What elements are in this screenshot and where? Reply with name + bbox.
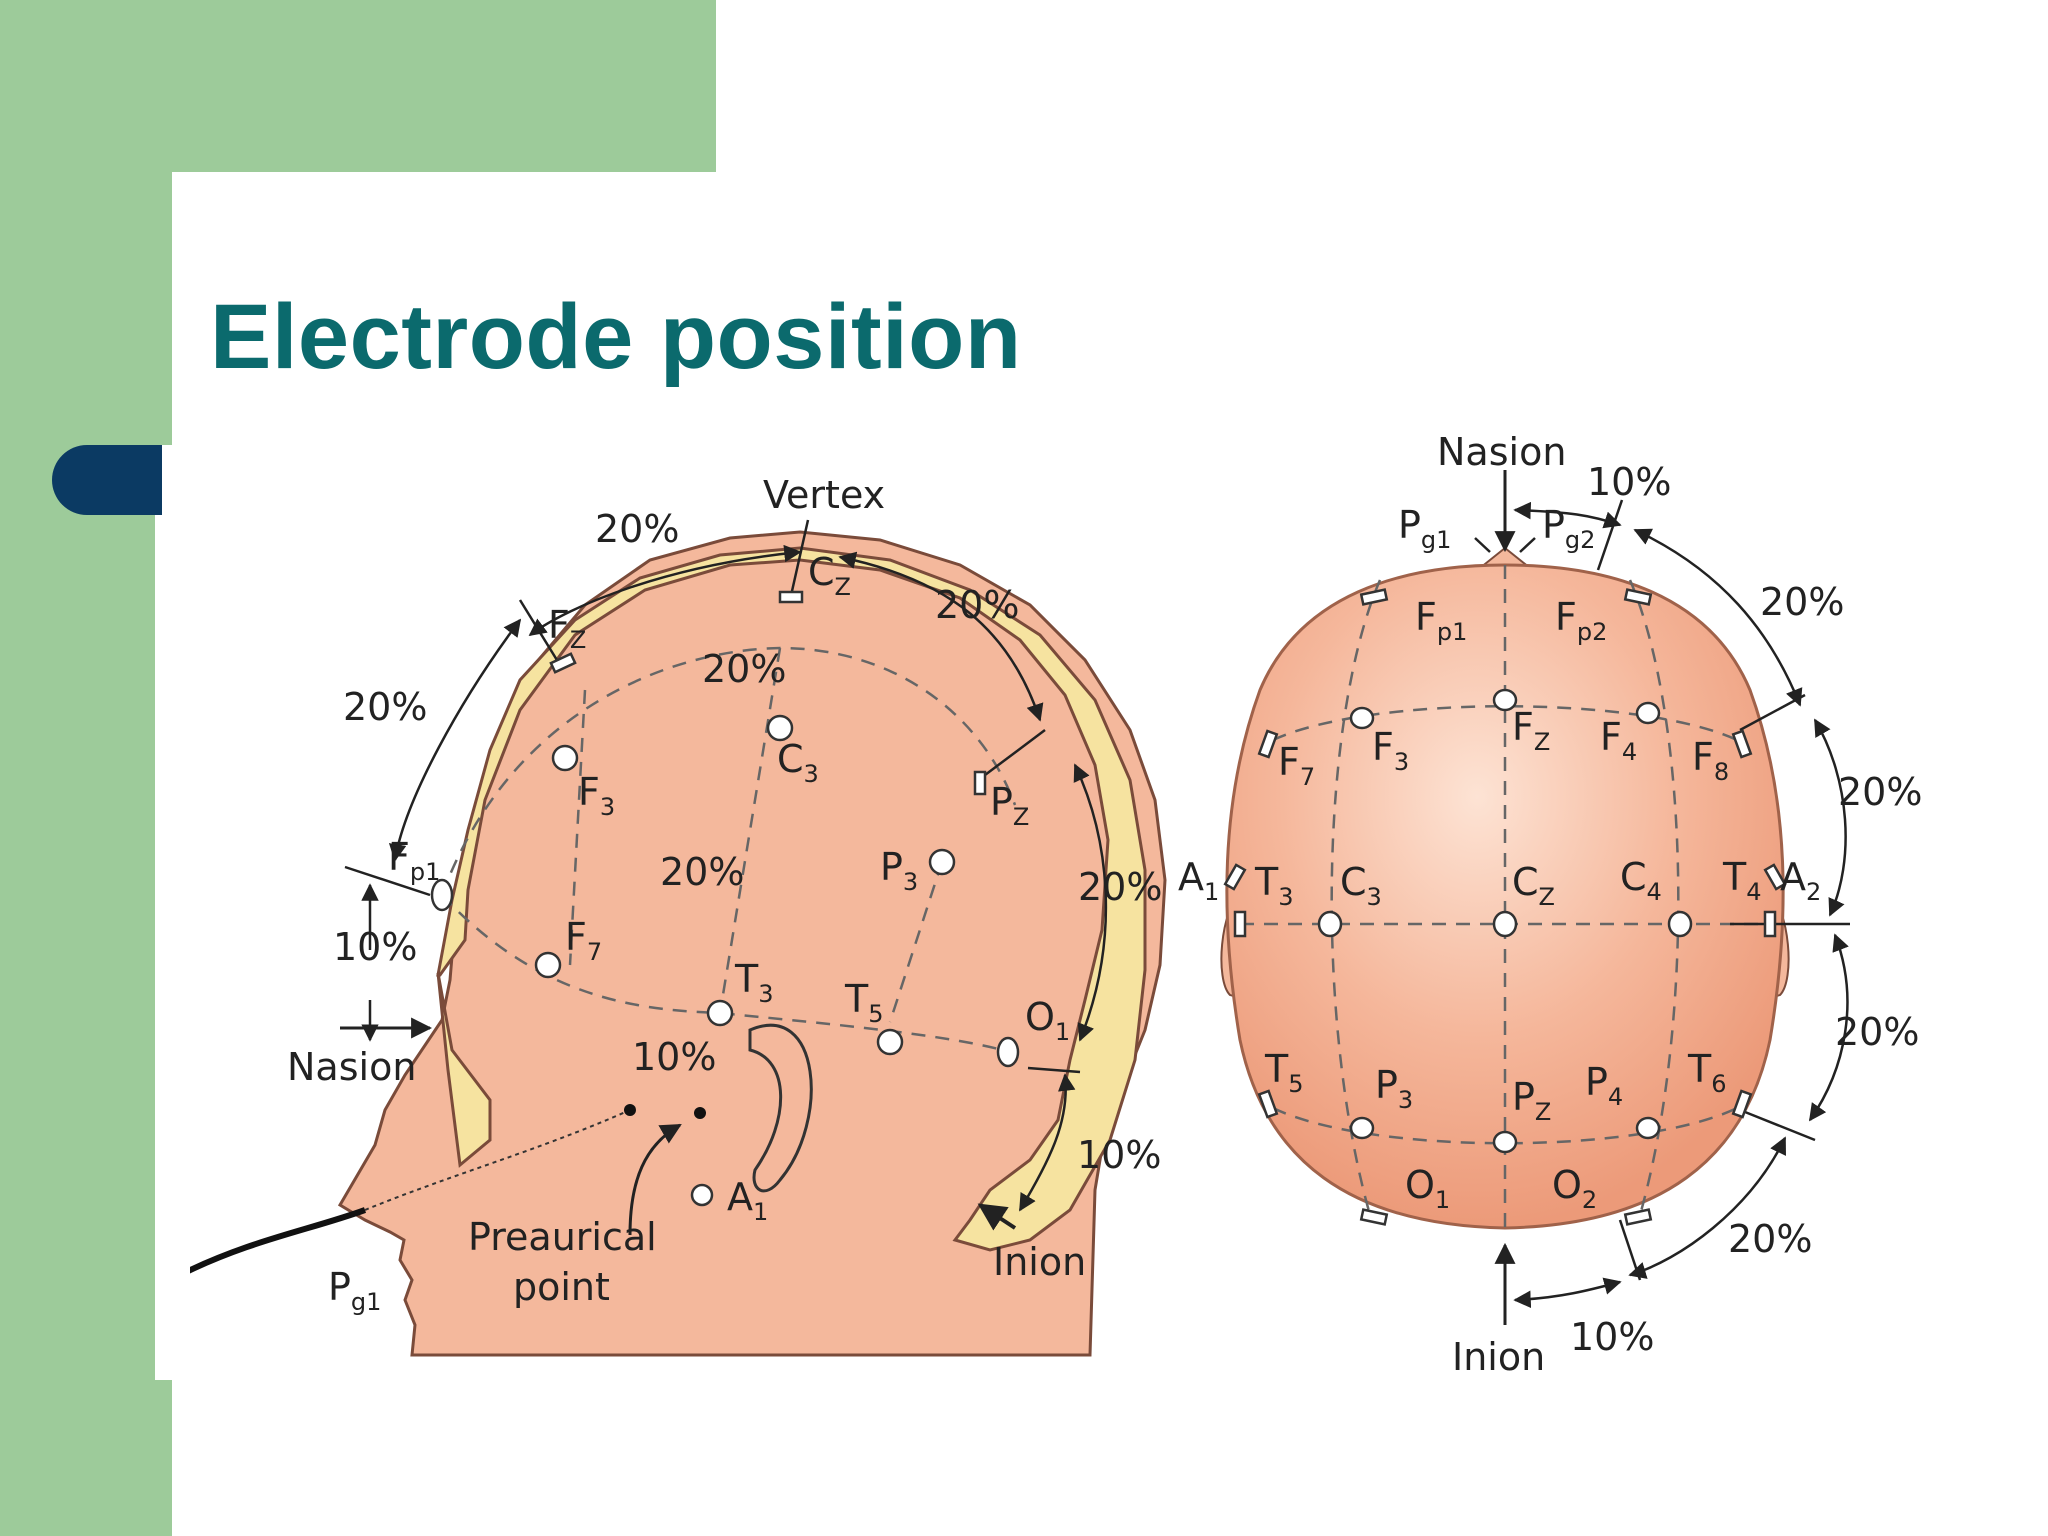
pct-side-top-left: 20% bbox=[595, 507, 679, 551]
electrode-side-fp1: Fp1 bbox=[388, 835, 440, 886]
label-inion-top: Inion bbox=[1452, 1335, 1545, 1379]
pct-side-right-lower: 10% bbox=[1077, 1133, 1161, 1177]
forehead-band bbox=[436, 972, 492, 1168]
electrode-top-fz: FZ bbox=[1512, 705, 1550, 756]
pct-side-inner-top: 20% bbox=[702, 647, 786, 691]
electrode-top-a1: A1 bbox=[1178, 855, 1219, 906]
pct-side-inner-mid: 20% bbox=[660, 850, 744, 894]
accent-tab bbox=[52, 445, 162, 515]
electrode-top-f7: F7 bbox=[1278, 740, 1315, 791]
content-card-edge bbox=[155, 445, 195, 1380]
electrode-top-pg1: Pg1 bbox=[1398, 503, 1451, 554]
pct-side-left-upper: 20% bbox=[343, 685, 427, 729]
electrode-side-fz: FZ bbox=[548, 603, 586, 654]
pct-side-top-right: 20% bbox=[935, 583, 1019, 627]
electrode-top-f4: F4 bbox=[1600, 715, 1637, 766]
label-preauricular: Preaurical bbox=[468, 1215, 657, 1259]
electrode-diagram: 20% 20% 20% 10% 20% 10% 20% 20% 10% Vert… bbox=[190, 430, 1922, 1379]
electrode-side-pz: PZ bbox=[990, 780, 1029, 831]
electrode-side-pg1: Pg1 bbox=[328, 1265, 381, 1316]
electrode-top-c3: C3 bbox=[1340, 860, 1382, 911]
electrode-top-o2: O2 bbox=[1552, 1163, 1597, 1214]
label-nasion-side: Nasion bbox=[287, 1045, 416, 1089]
pct-side-left-lower: 10% bbox=[333, 925, 417, 969]
electrode-side-o1: O1 bbox=[1025, 995, 1070, 1046]
electrode-top-f8: F8 bbox=[1692, 735, 1729, 786]
slide-title: Electrode position bbox=[210, 286, 1022, 388]
label-nasion-top: Nasion bbox=[1437, 430, 1566, 474]
electrode-top-c4: C4 bbox=[1620, 855, 1662, 906]
electrode-top-o1: O1 bbox=[1405, 1163, 1450, 1214]
top-green-band bbox=[0, 0, 716, 172]
pct-top-inion: 10% bbox=[1570, 1315, 1654, 1359]
electrode-side-a1: A1 bbox=[727, 1175, 768, 1226]
electrode-top-t3: T3 bbox=[1254, 860, 1294, 911]
electrode-top-cz: CZ bbox=[1512, 860, 1555, 911]
electrode-side-cz: CZ bbox=[808, 550, 851, 601]
pct-top-right-4: 20% bbox=[1728, 1217, 1812, 1261]
electrode-side-t3: T3 bbox=[734, 957, 774, 1008]
pct-top-nasion: 10% bbox=[1587, 460, 1671, 504]
electrode-top-p3: P3 bbox=[1375, 1063, 1413, 1114]
pct-side-ear: 10% bbox=[632, 1035, 716, 1079]
electrode-side-p3: P3 bbox=[880, 845, 918, 896]
electrode-top-fp1: Fp1 bbox=[1415, 595, 1467, 646]
electrode-top-t5: T5 bbox=[1264, 1047, 1304, 1098]
electrode-side-t5: T5 bbox=[844, 977, 884, 1028]
pct-top-right-3: 20% bbox=[1835, 1010, 1919, 1054]
pct-top-right-2: 20% bbox=[1838, 770, 1922, 814]
side-view: 20% 20% 20% 10% 20% 10% 20% 20% 10% Vert… bbox=[190, 473, 1167, 1357]
electrode-top-a2: A2 bbox=[1780, 855, 1821, 906]
electrode-top-t6: T6 bbox=[1687, 1047, 1727, 1098]
electrode-top-pz: PZ bbox=[1512, 1075, 1551, 1126]
electrode-side-f7: F7 bbox=[565, 915, 602, 966]
top-view: Nasion Inion 10% 20% 20% 20% 20% 10% Pg1… bbox=[1178, 430, 1922, 1379]
label-preauricular-point: point bbox=[513, 1265, 610, 1309]
pct-side-right-mid: 20% bbox=[1078, 865, 1162, 909]
electrode-top-f3: F3 bbox=[1372, 725, 1409, 776]
label-inion-side: Inion bbox=[993, 1240, 1086, 1284]
label-vertex: Vertex bbox=[763, 473, 885, 517]
electrode-top-p4: P4 bbox=[1585, 1060, 1623, 1111]
ear bbox=[748, 1023, 813, 1193]
electrode-top-pg2: Pg2 bbox=[1542, 503, 1595, 554]
electrode-top-fp2: Fp2 bbox=[1555, 595, 1607, 646]
electrode-top-t4: T4 bbox=[1722, 855, 1762, 906]
left-green-band bbox=[0, 0, 172, 1536]
pct-top-right-1: 20% bbox=[1760, 580, 1844, 624]
electrode-side-f3: F3 bbox=[578, 770, 615, 821]
electrode-side-c3: C3 bbox=[777, 737, 819, 788]
